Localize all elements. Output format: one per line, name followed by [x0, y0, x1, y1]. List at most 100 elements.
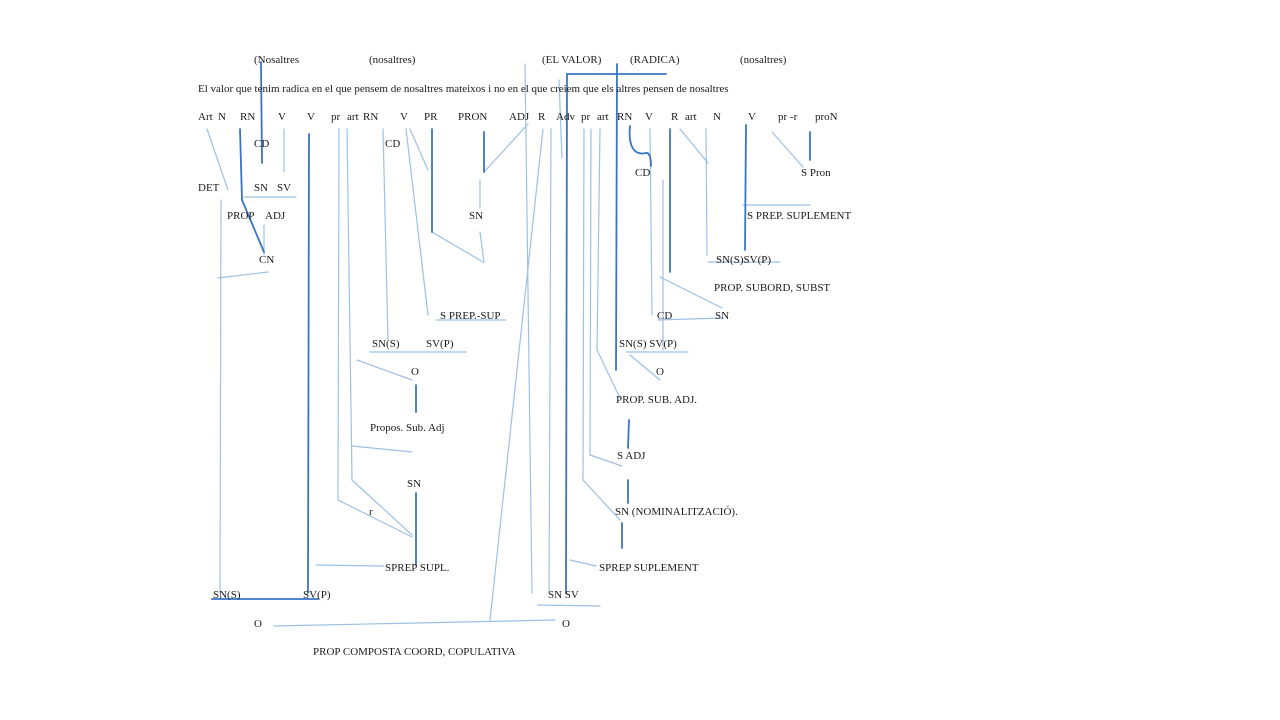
- annotation-label: (nosaltres): [740, 54, 787, 66]
- word-tag: art: [347, 111, 359, 123]
- word-tag: N: [713, 111, 721, 123]
- tree-node-label: SN(S): [213, 589, 241, 601]
- tree-node-label: S PREP. SUPLEMENT: [747, 210, 852, 222]
- tree-node-label: SN: [254, 182, 269, 194]
- tree-node-label: SPREP SUPL.: [385, 562, 450, 574]
- dark-lines: [211, 61, 811, 600]
- annotation-label: (RADICA): [630, 54, 680, 66]
- tree-line: [405, 128, 429, 316]
- tree-node-label: SV(P): [426, 338, 454, 350]
- word-tag: V: [645, 111, 653, 123]
- tree-node-label: O: [254, 618, 262, 630]
- tree-node-label: SN: [407, 478, 422, 490]
- tree-line: [744, 124, 747, 251]
- annotation-label: (EL VALOR): [542, 54, 602, 66]
- tree-line: [582, 128, 585, 481]
- tree-node-label: SN (NOMINALITZACIÓ).: [615, 506, 738, 518]
- tree-line: [627, 419, 630, 449]
- tree-line: [241, 199, 265, 253]
- word-tag: V: [748, 111, 756, 123]
- tree-line: [582, 479, 621, 521]
- tree-line: [206, 128, 229, 191]
- tree-node-label: CN: [259, 254, 275, 266]
- word-tag: Art: [198, 111, 213, 123]
- tree-line: [431, 231, 484, 263]
- tree-line: [596, 128, 601, 351]
- tree-line: [351, 479, 413, 536]
- tree-node-label: PROP. SUB. ADJ.: [616, 394, 698, 406]
- tree-node-label: DET: [198, 182, 220, 194]
- tree-line: [356, 359, 413, 381]
- word-tag: pr -r: [778, 111, 798, 123]
- tree-node-label: SN: [469, 210, 484, 222]
- tree-node-label: SN(S) SV(P): [619, 338, 677, 350]
- tree-node-label: S ADJ: [617, 450, 646, 462]
- sentence-text: El valor que tenim radica en el que pens…: [198, 83, 729, 95]
- tree-line: [489, 128, 544, 621]
- tree-line: [596, 349, 621, 399]
- tree-line: [346, 128, 353, 481]
- word-tag: RN: [363, 111, 379, 123]
- tree-line: [479, 231, 485, 263]
- word-tag: pr: [581, 111, 591, 123]
- tree-line: [628, 125, 652, 167]
- tree-node-label: SN(S)SV(P): [716, 254, 772, 266]
- tree-node-label: SV: [277, 182, 292, 194]
- tree-node-label: CD: [254, 138, 270, 150]
- word-tag: Adv: [556, 111, 575, 123]
- word-tag: art: [597, 111, 609, 123]
- word-tag: R: [538, 111, 546, 123]
- word-tag: ADJ: [509, 111, 530, 123]
- tree-line: [307, 133, 310, 594]
- tree-line: [659, 276, 723, 309]
- tree-line: [558, 79, 563, 159]
- tree-node-label: r: [369, 506, 373, 518]
- tree-line: [524, 63, 533, 594]
- tree-line: [382, 128, 389, 341]
- tree-line: [537, 604, 601, 607]
- tree-line: [629, 354, 661, 381]
- tree-node-label: PROP. SUBORD, SUBST: [714, 282, 831, 294]
- tree-line: [219, 199, 222, 594]
- tree-node-label: CD: [635, 167, 651, 179]
- word-tag: PRON: [458, 111, 488, 123]
- tree-line: [315, 564, 385, 567]
- tree-node-label: CD: [657, 310, 673, 322]
- tree-node-label: SN: [715, 310, 730, 322]
- tree-node-label: O: [562, 618, 570, 630]
- word-tag: art: [685, 111, 697, 123]
- tree-line: [217, 271, 269, 279]
- word-tag: V: [278, 111, 286, 123]
- word-tag: RN: [617, 111, 633, 123]
- tree-line: [351, 445, 413, 453]
- tree-line: [615, 63, 618, 371]
- tree-line: [569, 559, 597, 567]
- word-tag: V: [400, 111, 408, 123]
- tree-node-label: SN SV: [548, 589, 579, 601]
- tree-line: [409, 128, 429, 171]
- tree-line: [657, 317, 723, 321]
- word-tag: proN: [815, 111, 838, 123]
- word-tag: V: [307, 111, 315, 123]
- tree-line: [273, 619, 556, 627]
- tree-line: [483, 123, 529, 173]
- tree-node-label: SPREP SUPLEMENT: [599, 562, 699, 574]
- tree-node-label: S PREP.-SUP: [440, 310, 501, 322]
- word-tag: pr: [331, 111, 341, 123]
- light-lines: [206, 63, 811, 627]
- annotation-label: (Nosaltres: [254, 54, 300, 66]
- tree-node-label: SN(S): [372, 338, 400, 350]
- tree-line: [337, 128, 340, 501]
- tree-node-label: S Pron: [801, 167, 831, 179]
- tree-line: [589, 128, 592, 456]
- tree-node-label: O: [411, 366, 419, 378]
- tree-line: [239, 128, 243, 201]
- tree-line: [705, 128, 708, 256]
- tree-line: [589, 454, 623, 467]
- tree-line: [565, 73, 568, 594]
- word-tag: R: [671, 111, 679, 123]
- word-tag: N: [218, 111, 226, 123]
- word-tag: RN: [240, 111, 256, 123]
- word-tag: PR: [424, 111, 438, 123]
